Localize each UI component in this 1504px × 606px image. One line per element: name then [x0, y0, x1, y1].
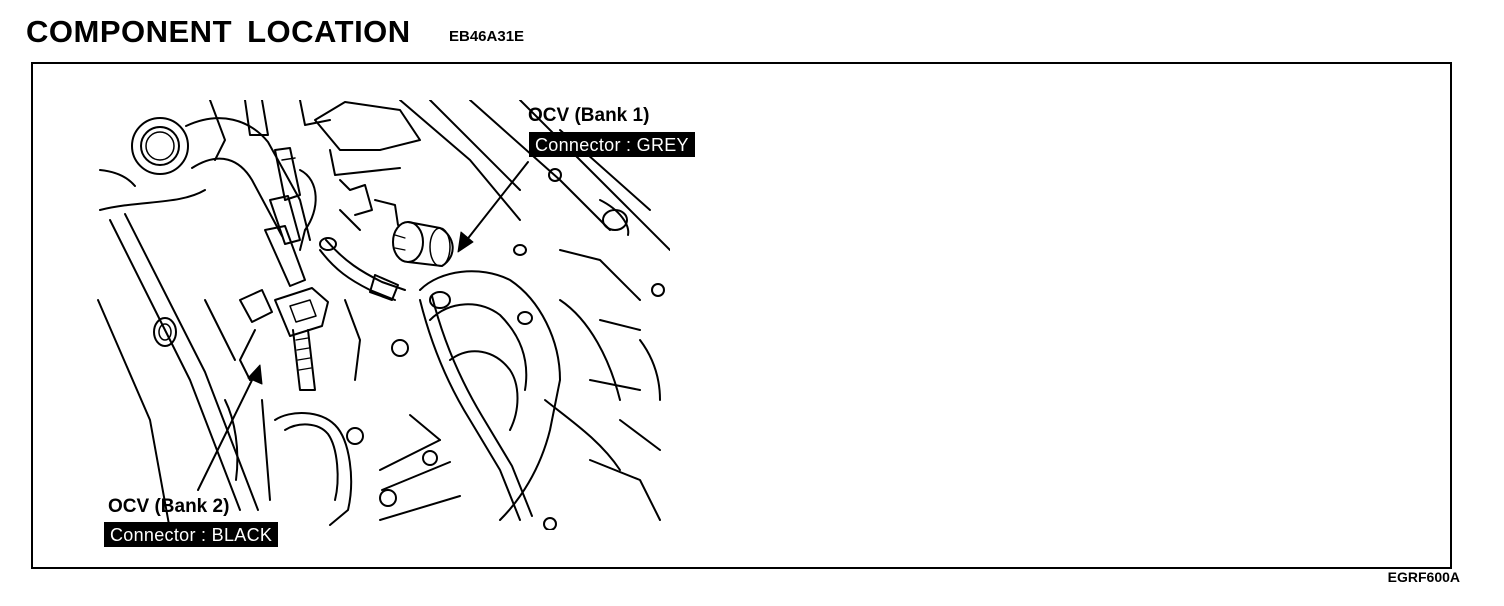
- ring-boss: [131, 117, 189, 175]
- leader-bank2: [197, 364, 263, 491]
- leader-bank1: [457, 161, 529, 253]
- section-code: EB46A31E: [449, 28, 525, 45]
- page-title: COMPONENT LOCATION: [26, 14, 411, 49]
- callout-bank1-name: OCV (Bank 1): [528, 105, 650, 126]
- callout-bank2-name: OCV (Bank 2): [108, 496, 230, 517]
- ocv-bank1-part: [392, 221, 454, 267]
- callout-bank1-connector: Connector : GREY: [529, 132, 695, 157]
- engine-drawing: [97, 100, 670, 530]
- figure-code: EGRF600A: [1387, 569, 1460, 585]
- ocv-bank2-part: [239, 287, 329, 391]
- callout-bank2-connector: Connector : BLACK: [104, 522, 279, 547]
- diagram-frame: [31, 62, 1452, 569]
